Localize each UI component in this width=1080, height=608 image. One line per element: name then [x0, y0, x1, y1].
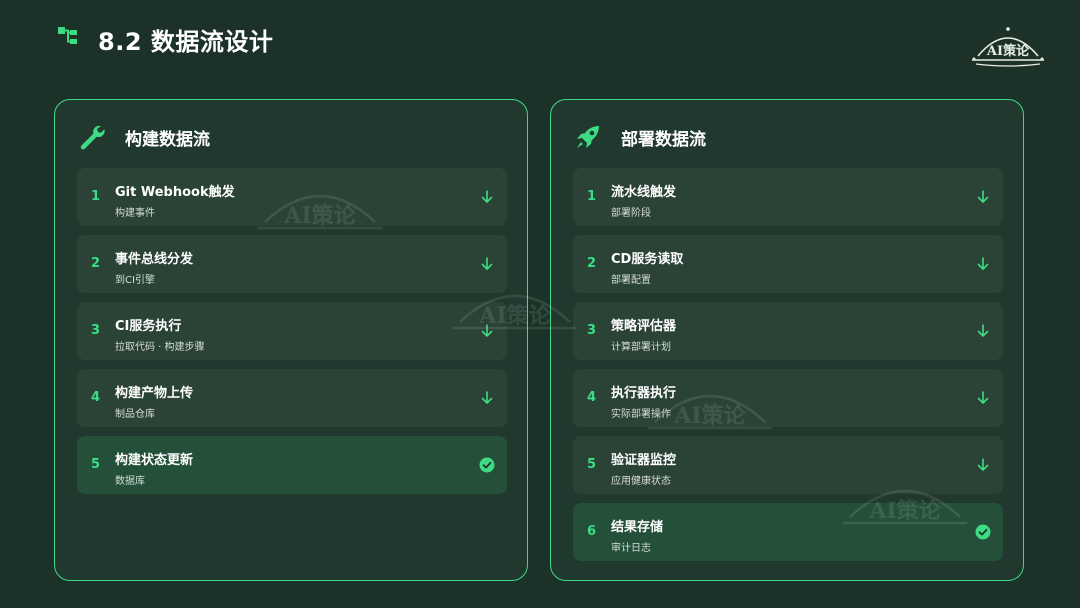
step-title: Git Webhook触发 — [115, 185, 235, 200]
check-circle-icon — [479, 457, 495, 473]
step-number: 4 — [587, 390, 597, 405]
step-subtitle: 应用健康状态 — [611, 476, 671, 487]
arrow-down-icon — [977, 458, 989, 471]
step-title: 构建状态更新 — [115, 453, 194, 468]
arrow-down-icon — [977, 324, 989, 337]
flow-diagram-icon — [58, 27, 77, 44]
build-dataflow-panel: 构建数据流 1 Git Webhook触发 构建事件 2 事件总线分发 到CI引… — [54, 99, 528, 581]
brand-logo: AI策论 — [966, 26, 1050, 74]
arrow-down-icon — [977, 257, 989, 270]
step-title: CI服务执行 — [115, 319, 182, 334]
rocket-icon — [577, 126, 599, 148]
build-panel-title: 构建数据流 — [125, 129, 210, 150]
deploy-step-6[interactable]: 6 结果存储 审计日志 — [573, 503, 1003, 561]
step-subtitle: 计算部署计划 — [611, 342, 671, 353]
deploy-step-2[interactable]: 2 CD服务读取 部署配置 — [573, 235, 1003, 293]
step-number: 6 — [587, 524, 597, 539]
step-number: 5 — [91, 457, 101, 472]
step-title: 事件总线分发 — [115, 252, 194, 267]
page-title: 8.2 数据流设计 — [98, 28, 274, 56]
step-number: 1 — [91, 189, 101, 204]
step-title: 执行器执行 — [611, 386, 677, 401]
step-number: 2 — [587, 256, 597, 271]
build-step-5[interactable]: 5 构建状态更新 数据库 — [77, 436, 507, 494]
logo-text: AI策论 — [986, 44, 1030, 59]
step-title: 流水线触发 — [611, 185, 677, 200]
arrow-down-icon — [977, 190, 989, 203]
wrench-icon — [80, 125, 105, 150]
step-number: 3 — [91, 323, 101, 338]
step-subtitle: 审计日志 — [611, 543, 651, 554]
step-subtitle: 部署阶段 — [611, 208, 651, 219]
arrow-down-icon — [481, 324, 493, 337]
step-title: 验证器监控 — [611, 453, 677, 468]
arrow-down-icon — [481, 391, 493, 404]
step-title: 策略评估器 — [611, 319, 677, 334]
arrow-down-icon — [481, 190, 493, 203]
step-subtitle: 部署配置 — [611, 275, 651, 286]
build-step-3[interactable]: 3 CI服务执行 拉取代码 · 构建步骤 — [77, 302, 507, 360]
deploy-step-5[interactable]: 5 验证器监控 应用健康状态 — [573, 436, 1003, 494]
step-subtitle: 制品仓库 — [115, 409, 155, 420]
deploy-panel-title: 部署数据流 — [621, 129, 706, 150]
build-step-2[interactable]: 2 事件总线分发 到CI引擎 — [77, 235, 507, 293]
step-number: 2 — [91, 256, 101, 271]
deploy-step-1[interactable]: 1 流水线触发 部署阶段 — [573, 168, 1003, 226]
step-number: 3 — [587, 323, 597, 338]
step-title: 结果存储 — [611, 520, 664, 535]
deploy-step-4[interactable]: 4 执行器执行 实际部署操作 — [573, 369, 1003, 427]
deploy-step-list: 1 流水线触发 部署阶段 2 CD服务读取 部署配置 3 策略评估器 计算部署计… — [573, 168, 1003, 570]
build-step-list: 1 Git Webhook触发 构建事件 2 事件总线分发 到CI引擎 3 CI… — [77, 168, 507, 503]
step-subtitle: 拉取代码 · 构建步骤 — [115, 342, 205, 353]
step-subtitle: 数据库 — [115, 476, 145, 487]
step-subtitle: 构建事件 — [115, 208, 155, 219]
arrow-down-icon — [977, 391, 989, 404]
build-step-4[interactable]: 4 构建产物上传 制品仓库 — [77, 369, 507, 427]
step-number: 4 — [91, 390, 101, 405]
build-panel-header: 构建数据流 — [77, 122, 210, 152]
deploy-step-3[interactable]: 3 策略评估器 计算部署计划 — [573, 302, 1003, 360]
deploy-dataflow-panel: 部署数据流 1 流水线触发 部署阶段 2 CD服务读取 部署配置 3 策略评估器… — [550, 99, 1024, 581]
arrow-down-icon — [481, 257, 493, 270]
step-subtitle: 实际部署操作 — [611, 409, 671, 420]
build-step-1[interactable]: 1 Git Webhook触发 构建事件 — [77, 168, 507, 226]
check-circle-icon — [975, 524, 991, 540]
step-title: 构建产物上传 — [115, 386, 194, 401]
step-number: 5 — [587, 457, 597, 472]
deploy-panel-header: 部署数据流 — [573, 122, 706, 152]
step-number: 1 — [587, 189, 597, 204]
step-subtitle: 到CI引擎 — [115, 275, 155, 286]
step-title: CD服务读取 — [611, 252, 684, 267]
